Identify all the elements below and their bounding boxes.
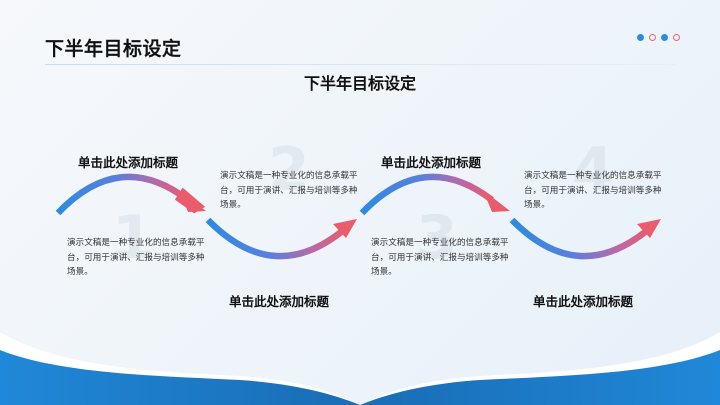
step-4-title[interactable]: 单击此处添加标题 — [533, 294, 634, 309]
decorative-indicator-dots — [637, 34, 680, 41]
dot-ring-icon — [649, 34, 656, 41]
step-2-title[interactable]: 单击此处添加标题 — [229, 294, 330, 309]
step-3-title[interactable]: 单击此处添加标题 — [381, 155, 482, 170]
step-2-description[interactable]: 演示文稿是一种专业化的信息承载平台，可用于演讲、汇报与培训等多种场景。 — [220, 171, 358, 210]
step-number-3: 3 — [416, 203, 458, 273]
step-4-description[interactable]: 演示文稿是一种专业化的信息承载平台，可用于演讲、汇报与培训等多种场景。 — [524, 171, 662, 210]
step-number-1: 1 — [112, 203, 154, 273]
dot-filled-icon — [637, 34, 644, 41]
arrow-arc-1-icon — [55, 173, 206, 216]
step-number-4: 4 — [572, 135, 614, 205]
arrow-arc-2-icon — [205, 217, 357, 260]
dot-filled-icon — [661, 34, 668, 41]
step-1-description[interactable]: 演示文稿是一种专业化的信息承载平台，可用于演讲、汇报与培训等多种场景。 — [67, 238, 205, 277]
arrow-arc-4-icon — [509, 217, 661, 260]
step-number-2: 2 — [268, 135, 310, 205]
header-title: 下半年目标设定 — [45, 38, 182, 60]
footer-wave — [0, 332, 720, 405]
page-title: 下半年目标设定 — [303, 74, 416, 93]
header-divider — [45, 64, 675, 65]
step-1-title[interactable]: 单击此处添加标题 — [78, 155, 179, 170]
step-3-description[interactable]: 演示文稿是一种专业化的信息承载平台，可用于演讲、汇报与培训等多种场景。 — [371, 238, 509, 277]
arrow-arc-3-icon — [359, 173, 510, 216]
dot-ring-icon — [673, 34, 680, 41]
